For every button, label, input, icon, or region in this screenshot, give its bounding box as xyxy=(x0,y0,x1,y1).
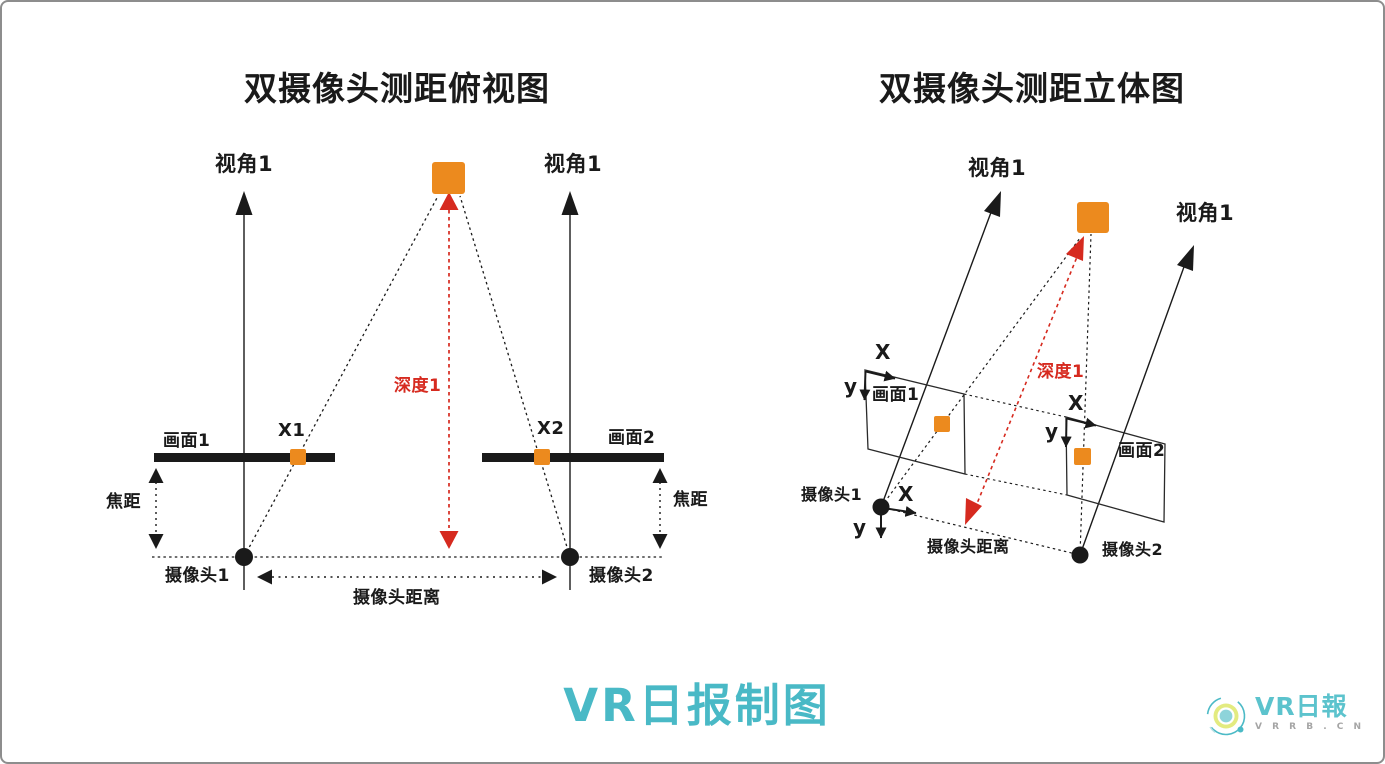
screen2-x-axis-label: X xyxy=(1068,391,1084,415)
screen1-label: 画面1 xyxy=(872,385,920,405)
screen1-y-axis-arrow xyxy=(859,370,871,401)
camera1-dot xyxy=(235,548,253,566)
screen1-y-axis-label: y xyxy=(844,374,858,398)
left-diagram-title: 双摄像头测距俯视图 xyxy=(244,69,550,108)
left-top-view-art xyxy=(148,162,668,590)
right-stereo-view-art xyxy=(859,191,1194,564)
depth-arrowhead-up xyxy=(439,192,459,210)
screen2-label: 画面2 xyxy=(608,428,656,448)
logo-brand-text: VR日報 xyxy=(1255,692,1348,721)
camera1-y-axis-label: y xyxy=(853,515,867,539)
right-diagram-title: 双摄像头测距立体图 xyxy=(879,69,1185,108)
depth-arrowhead-top xyxy=(1066,236,1084,261)
screen2-y-axis-arrow xyxy=(1060,417,1072,448)
depth-label: 深度1 xyxy=(394,376,442,396)
screen2-projection-square xyxy=(1074,448,1091,465)
camera2-dot xyxy=(1071,546,1089,564)
camera2-dot xyxy=(561,548,579,566)
plane-connector-top xyxy=(963,393,1067,418)
camera1-label: 摄像头1 xyxy=(165,566,230,586)
screen1-label: 画面1 xyxy=(163,431,211,451)
vrrb-logo: VR日報 V R R B . C N xyxy=(1205,693,1365,741)
camera2-view-line xyxy=(1079,252,1190,556)
focal-length-label: 焦距 xyxy=(673,490,708,510)
camera-distance-label: 摄像头距离 xyxy=(927,537,1010,556)
depth-arrowhead-down xyxy=(439,531,459,549)
camera2-sight-line xyxy=(1079,233,1092,556)
view-axis-arrowhead xyxy=(561,191,579,215)
arrowhead-left xyxy=(257,569,272,585)
camera1-label: 摄像头1 xyxy=(801,485,863,504)
screen1-x-axis-label: X xyxy=(875,340,891,364)
screen2-label: 画面2 xyxy=(1118,441,1166,461)
camera2-label: 摄像头2 xyxy=(589,566,654,586)
plane-connector-bottom xyxy=(964,473,1068,496)
x2-projection-square xyxy=(534,449,550,465)
depth-label: 深度1 xyxy=(1037,362,1085,382)
view-axis-arrowhead xyxy=(235,191,253,215)
camera-distance-label: 摄像头距离 xyxy=(353,588,441,608)
footer-caption: VR日报制图 xyxy=(563,679,831,732)
camera1-x-axis-label: X xyxy=(898,482,914,506)
camera1-view-line xyxy=(880,198,997,508)
screen2-x-axis-arrow xyxy=(1066,417,1097,429)
view-arrowhead xyxy=(1177,245,1194,271)
camera2-label: 摄像头2 xyxy=(1102,540,1164,559)
camera2-sight-line xyxy=(459,195,571,558)
view-angle-label: 视角1 xyxy=(215,152,274,176)
view-angle-label: 视角1 xyxy=(968,156,1027,180)
x2-label: X2 xyxy=(537,418,565,439)
logo-domain-text: V R R B . C N xyxy=(1255,721,1365,732)
view-angle-label: 视角1 xyxy=(1176,201,1235,225)
arrowhead-up xyxy=(652,468,668,483)
screen2-y-axis-label: y xyxy=(1045,419,1059,443)
focal-length-label: 焦距 xyxy=(106,492,141,512)
x1-projection-square xyxy=(290,449,306,465)
vrrb-logo-icon xyxy=(1206,696,1246,736)
depth-line xyxy=(973,251,1080,512)
x1-label: X1 xyxy=(278,420,306,441)
target-object-square xyxy=(1077,202,1109,233)
screen2-bar xyxy=(482,453,664,462)
screen2-plane xyxy=(1065,416,1166,523)
camera1-sight-line xyxy=(880,237,1081,508)
screen1-bar xyxy=(154,453,335,462)
depth-arrowhead-bottom xyxy=(965,498,982,525)
arrowhead-down xyxy=(652,534,668,549)
screen1-plane xyxy=(864,369,966,475)
target-object-square xyxy=(432,162,465,194)
arrowhead-right xyxy=(542,569,557,585)
arrowhead-up xyxy=(148,468,164,483)
screen1-projection-square xyxy=(934,416,950,432)
arrowhead-down xyxy=(148,534,164,549)
view-arrowhead xyxy=(984,191,1001,217)
view-angle-label: 视角1 xyxy=(544,152,603,176)
camera1-dot xyxy=(872,498,890,516)
screen1-x-axis-arrow xyxy=(865,370,896,382)
